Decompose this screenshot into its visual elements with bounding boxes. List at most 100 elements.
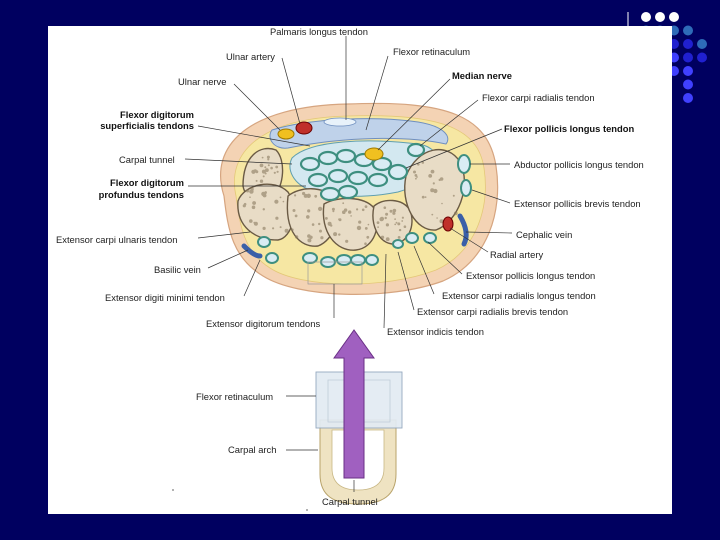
- decorative-dot: [697, 52, 707, 63]
- bone-texture-dot: [272, 227, 275, 230]
- extensor-digitorum-box: [307, 261, 363, 285]
- bone-texture-dot: [452, 194, 455, 197]
- bone-texture-dot: [282, 200, 285, 203]
- bone-texture-dot: [319, 229, 322, 233]
- bone-texture-dot: [279, 196, 282, 199]
- bone-texture-dot: [262, 175, 265, 178]
- abductor-pollicis-longus: [457, 154, 471, 174]
- bone-texture-dot: [376, 221, 380, 225]
- bone-texture-dot: [356, 208, 359, 211]
- bone-texture-dot: [389, 209, 393, 213]
- flexor-tendon: [335, 148, 357, 164]
- bone-texture-dot: [453, 211, 458, 216]
- bone-texture-dot: [294, 235, 299, 239]
- bone-texture-dot: [290, 228, 294, 232]
- bone-texture-dot: [262, 208, 265, 211]
- bone-texture-dot: [358, 220, 362, 224]
- bone-texture-dot: [275, 165, 279, 169]
- label-lower-carpal-tunnel: Carpal tunnel: [322, 496, 378, 507]
- bone-texture-dot: [413, 170, 416, 174]
- bone-texture-dot: [421, 161, 425, 164]
- flexor-tendon: [307, 172, 329, 188]
- flexor-retinaculum-band: [269, 118, 449, 149]
- bone-texture-dot: [279, 226, 282, 229]
- extensor-tendon: [336, 254, 352, 266]
- bone-texture-dot: [251, 189, 254, 193]
- bone-texture-dot: [383, 206, 387, 209]
- decorative-dot: [683, 39, 693, 49]
- bone-texture-dot: [292, 209, 296, 212]
- bone-texture-dot: [397, 222, 401, 226]
- bone-texture-dot: [385, 223, 389, 227]
- bone-texture-dot: [318, 206, 323, 211]
- decorative-dot: [683, 66, 693, 76]
- flexor-tendon: [299, 156, 321, 172]
- bone-texture-dot: [276, 170, 279, 173]
- bone-texture-dot: [416, 176, 418, 178]
- extensor-tendon: [423, 232, 437, 244]
- label-flexor-carpi-radialis-tendon: Flexor carpi radialis tendon: [482, 92, 595, 103]
- bone-texture-dot: [270, 166, 273, 170]
- label-lower-flexor-retinaculum: Flexor retinaculum: [196, 391, 274, 402]
- extensor-tendon: [257, 236, 271, 248]
- label-flexor-pollicis-longus-tendon: Flexor pollicis longus tendon: [504, 123, 635, 134]
- label-flexor-retinaculum: Flexor retinaculum: [393, 46, 471, 57]
- bone-texture-dot: [273, 171, 276, 174]
- extensor-tendon: [302, 252, 318, 264]
- bone-texture-dot: [275, 216, 279, 220]
- bone-texture-dot: [302, 191, 306, 196]
- label-fds-line1: Flexor digitorum: [120, 109, 194, 120]
- label-basilic-vein: Basilic vein: [154, 264, 201, 275]
- bone-texture-dot: [259, 179, 264, 183]
- bone-texture-dot: [267, 158, 270, 161]
- bone-texture-dot: [430, 188, 435, 193]
- bone-texture-dot: [345, 239, 349, 243]
- label-extensor-carpi-ulnaris-tendon: Extensor carpi ulnaris tendon: [56, 234, 178, 245]
- ulnar-artery: [295, 121, 313, 135]
- flexor-pollicis-longus: [387, 163, 409, 181]
- bone-texture-dot: [255, 179, 258, 182]
- bone-texture-dot: [398, 228, 402, 232]
- flexor-tendon: [371, 156, 393, 172]
- median-nerve: [364, 147, 384, 161]
- wrist-cross-section-figure: Palmaris longus tendon Flexor retinaculu…: [48, 26, 672, 514]
- ulnar-nerve: [277, 128, 295, 140]
- label-fdp-line1: Flexor digitorum: [110, 177, 184, 188]
- label-extensor-pollicis-longus-tendon: Extensor pollicis longus tendon: [466, 270, 596, 281]
- label-lower-carpal-arch: Carpal arch: [228, 444, 277, 455]
- flexor-tendon: [367, 172, 389, 188]
- bone-texture-dot: [377, 226, 379, 229]
- bone-texture-dot: [401, 216, 404, 219]
- bone-texture-dot: [394, 218, 396, 221]
- bone-texture-dot: [366, 235, 370, 239]
- bone-texture-dot: [251, 205, 256, 210]
- bone-texture-dot: [325, 217, 328, 220]
- bone-texture-dot: [333, 232, 338, 237]
- bone-texture-dot: [331, 207, 335, 211]
- bone-texture-dot: [264, 191, 267, 195]
- cephalic-vein: [457, 213, 469, 247]
- bone-texture-dot: [262, 226, 266, 230]
- bone-texture-dot: [403, 225, 407, 228]
- bone-texture-dot: [311, 223, 315, 226]
- label-ulnar-artery: Ulnar artery: [226, 51, 275, 62]
- bone-texture-dot: [384, 216, 387, 220]
- label-extensor-indicis-tendon: Extensor indicis tendon: [387, 326, 484, 337]
- label-extensor-digiti-minimi-tendon: Extensor digiti minimi tendon: [105, 292, 225, 303]
- extensor-tendon: [265, 252, 279, 264]
- flexor-tendon: [327, 168, 349, 184]
- decorative-dot: [683, 52, 693, 63]
- flexor-tendon: [317, 150, 339, 166]
- bone-texture-dot: [338, 233, 341, 236]
- bone-texture-dot: [394, 223, 397, 226]
- bone-texture-dot: [380, 235, 385, 239]
- bone-texture-dot: [401, 220, 404, 222]
- flexor-tendon: [337, 184, 359, 200]
- flexor-carpi-radialis: [406, 142, 426, 158]
- bone-texture-dot: [246, 189, 250, 193]
- decorative-dot: [683, 93, 693, 103]
- bone-texture-dot: [253, 221, 258, 226]
- bone-texture-dot: [307, 234, 311, 238]
- label-extensor-digitorum-tendons: Extensor digitorum tendons: [206, 318, 321, 329]
